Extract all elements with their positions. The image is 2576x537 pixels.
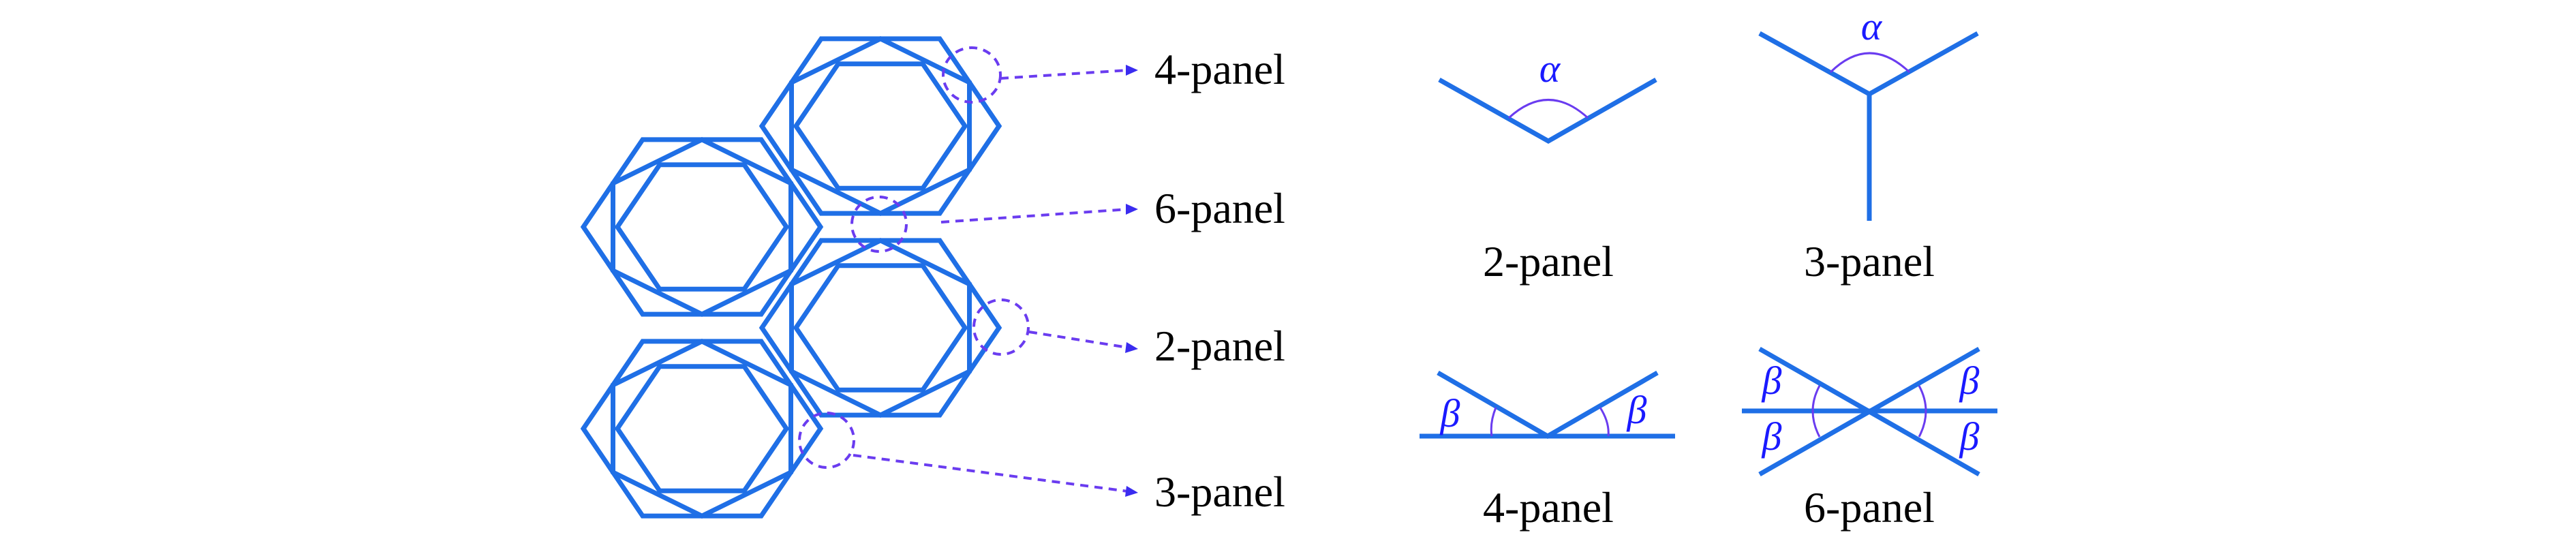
angle-beta: β — [1959, 414, 1980, 459]
callout-2-panel: 2-panel — [972, 298, 1285, 370]
angle-arc — [1599, 407, 1610, 437]
dashed-arrow — [940, 208, 1129, 224]
inner-hexagon — [793, 61, 968, 191]
midpoint-hexagon — [789, 238, 972, 418]
midpoint-hexagon — [789, 36, 972, 216]
callout-label: 6-panel — [1154, 184, 1285, 232]
callout-6-panel: 6-panel — [850, 184, 1285, 253]
arrowhead-icon — [1125, 342, 1138, 353]
midpoint-hexagon — [611, 137, 793, 317]
angle-arc — [1811, 385, 1821, 438]
callout-label: 4-panel — [1154, 45, 1285, 93]
midpoint-hexagon — [611, 339, 793, 519]
angle-beta: β — [1762, 358, 1782, 403]
arrowhead-icon — [1126, 65, 1138, 76]
dashed-arrow — [1000, 69, 1129, 80]
dashed-circle — [798, 412, 855, 469]
joint-label: 2-panel — [1483, 237, 1614, 286]
angle-arc — [1918, 385, 1927, 438]
arrowhead-icon — [1125, 486, 1138, 497]
angle-arc — [1490, 407, 1497, 437]
dashed-arrow — [1028, 331, 1129, 349]
dashed-circle — [850, 196, 908, 253]
callout-3-panel: 3-panel — [798, 412, 1285, 516]
outer-hexagon — [580, 137, 824, 317]
angle-alpha: α — [1861, 4, 1883, 48]
joint-label: 4-panel — [1483, 483, 1614, 532]
inner-hexagon — [793, 263, 968, 393]
angle-beta: β — [1762, 414, 1782, 459]
joint-label: 6-panel — [1804, 483, 1935, 532]
outer-hexagon — [758, 238, 1002, 418]
joint-line — [1758, 346, 1980, 477]
arrowhead-icon — [1126, 204, 1138, 215]
angle-alpha: α — [1539, 46, 1561, 91]
dashed-circle — [972, 298, 1030, 356]
joint-label: 3-panel — [1804, 237, 1935, 286]
joint-3-panel: α 3-panel — [1758, 4, 1979, 286]
joint-2-panel: α 2-panel — [1438, 46, 1657, 286]
inner-hexagon — [614, 162, 790, 292]
angle-arc — [1507, 99, 1589, 119]
dashed-arrow — [853, 454, 1129, 493]
callout-4-panel: 4-panel — [942, 45, 1285, 104]
outer-hexagon — [758, 36, 1002, 216]
hexagonal-lattice — [580, 36, 1002, 519]
outer-hexagon — [580, 339, 824, 519]
joint-6-panel: β β β β 6-panel — [1742, 346, 1997, 532]
angle-arc — [1829, 52, 1911, 74]
joint-lines — [1437, 370, 1659, 440]
joint-lines — [1438, 77, 1657, 144]
angle-beta: β — [1959, 358, 1980, 403]
callout-label: 2-panel — [1154, 322, 1285, 370]
joint-4-panel: β β 4-panel — [1420, 370, 1675, 532]
inner-hexagon — [614, 364, 790, 493]
dashed-circle — [942, 46, 1002, 104]
callout-label: 3-panel — [1154, 467, 1285, 516]
angle-beta: β — [1440, 391, 1460, 435]
angle-beta: β — [1627, 388, 1647, 432]
